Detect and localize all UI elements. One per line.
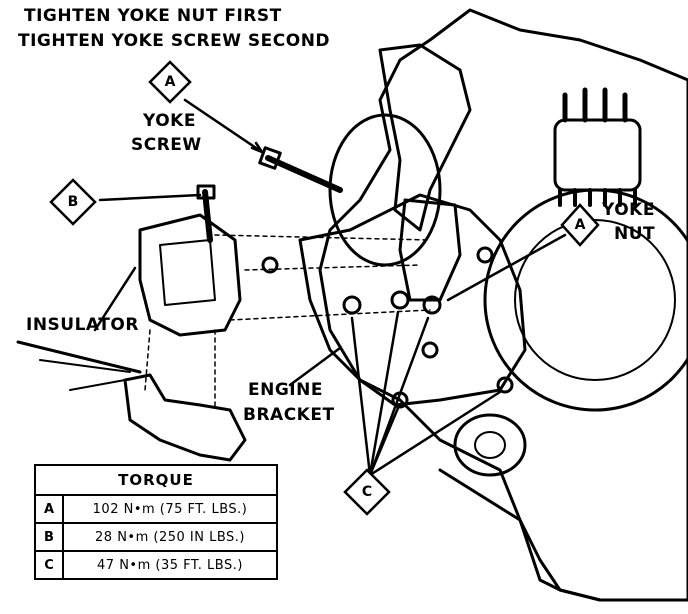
torque-key: A bbox=[34, 494, 64, 524]
torque-header: TORQUE bbox=[34, 464, 278, 496]
yoke-nut-label-1: YOKE bbox=[602, 200, 655, 220]
table-row: C 47 N•m (35 FT. LBS.) bbox=[34, 550, 278, 580]
callout-a-screw-diamond bbox=[148, 60, 192, 104]
yoke-screw bbox=[265, 155, 343, 193]
pulley-lower bbox=[453, 413, 527, 477]
callout-c: C bbox=[361, 484, 373, 500]
yoke-screw-label-1: YOKE bbox=[143, 111, 196, 131]
torque-value: 47 N•m (35 FT. LBS.) bbox=[62, 550, 278, 580]
distributor-cap bbox=[553, 118, 642, 192]
instruction-line-2: TIGHTEN YOKE SCREW SECOND bbox=[18, 31, 331, 51]
torque-key: B bbox=[34, 522, 64, 552]
callout-a-nut: A bbox=[574, 217, 586, 233]
torque-value: 28 N•m (250 IN LBS.) bbox=[62, 522, 278, 552]
yoke-screw-label-2: SCREW bbox=[131, 135, 202, 155]
table-row: A 102 N•m (75 FT. LBS.) bbox=[34, 494, 278, 524]
oil-pan bbox=[438, 468, 602, 602]
timing-cover bbox=[328, 113, 442, 267]
callout-a-nut-diamond bbox=[560, 203, 600, 247]
instruction-line-1: TIGHTEN YOKE NUT FIRST bbox=[24, 6, 282, 26]
table-row: B 28 N•m (250 IN LBS.) bbox=[34, 522, 278, 552]
engine-bracket bbox=[298, 193, 527, 407]
torque-value: 102 N•m (75 FT. LBS.) bbox=[62, 494, 278, 524]
frame-bracket bbox=[123, 373, 247, 462]
upper-bracket bbox=[378, 43, 472, 232]
insulator-label: INSULATOR bbox=[26, 315, 139, 335]
callout-b: B bbox=[67, 194, 79, 210]
yoke bbox=[398, 198, 462, 302]
callout-b-diamond bbox=[49, 178, 97, 226]
yoke-nut-label-2: NUT bbox=[614, 224, 656, 244]
engine-bracket-label-1: ENGINE bbox=[248, 380, 323, 400]
torque-table: TORQUE A 102 N•m (75 FT. LBS.) B 28 N•m … bbox=[34, 464, 278, 580]
torque-header-row: TORQUE bbox=[34, 464, 278, 496]
insulator-mount bbox=[138, 213, 242, 337]
bolt-b bbox=[202, 189, 213, 243]
callout-a-screw: A bbox=[164, 74, 176, 90]
engine-block-outline bbox=[318, 8, 688, 602]
engine-bracket-label-2: BRACKET bbox=[243, 405, 335, 425]
torque-key: C bbox=[34, 550, 64, 580]
callout-c-diamond bbox=[343, 468, 391, 516]
